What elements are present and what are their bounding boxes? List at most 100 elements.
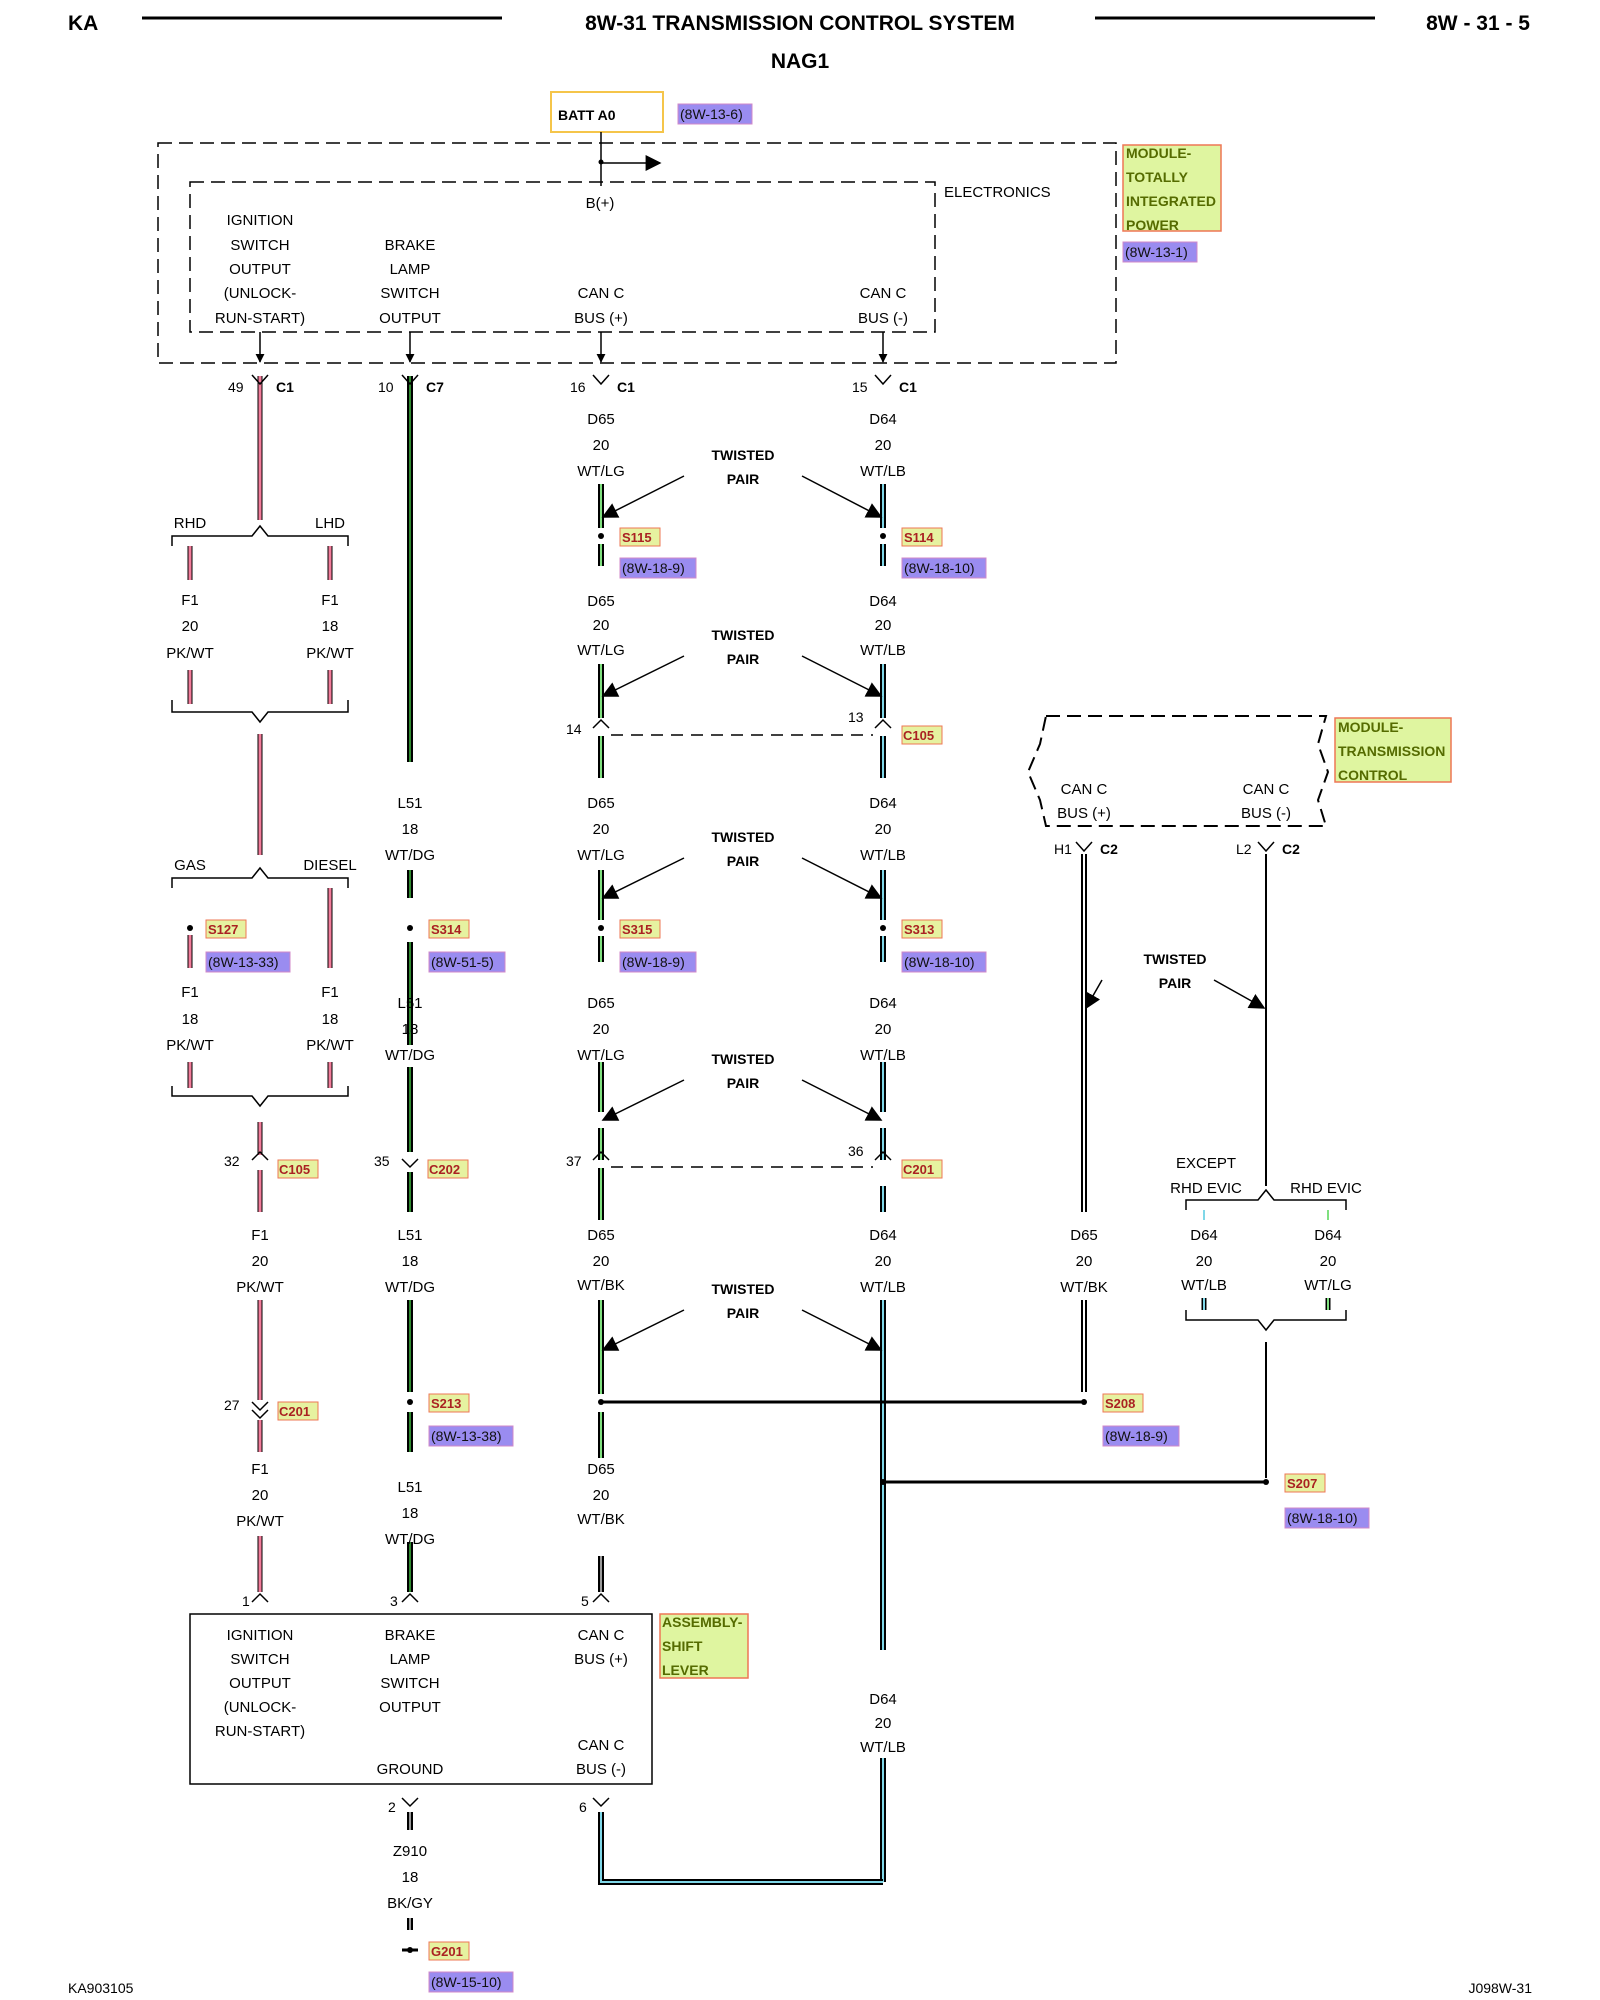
svg-text:TWISTED: TWISTED (712, 627, 775, 643)
tipm-brake-line1: BRAKE (385, 237, 436, 254)
tipm-electronics-outline (189, 181, 936, 333)
pin-13: 13 (848, 709, 864, 725)
twisted-pair-3: TWISTED PAIR (601, 829, 883, 899)
ground-g201[interactable]: G201 (431, 1944, 463, 1959)
shifter-canp-line1: CAN C (578, 1627, 625, 1644)
tipm-ign-line4: (UNLOCK- (224, 285, 297, 302)
svg-text:TWISTED: TWISTED (1144, 951, 1207, 967)
tipm-name-box (1122, 144, 1222, 232)
tipm-ref-box (1122, 241, 1198, 263)
splice-s315[interactable]: S315 (622, 922, 652, 937)
pin-5: 5 (581, 1593, 589, 1609)
tipm-brake-line2: LAMP (390, 261, 431, 278)
splice-s208-ref[interactable]: (8W-18-9) (1105, 1428, 1168, 1444)
shifter-name-line2: SHIFT (662, 1638, 703, 1654)
option-labels: RHD LHD GAS DIESEL EXCEPT RHD EVIC RHD E… (174, 515, 1362, 1197)
pin-6: 6 (579, 1799, 587, 1815)
wire-label-color: WT/BK (577, 1511, 625, 1528)
splice-s314[interactable]: S314 (431, 922, 462, 937)
splice-s213[interactable]: S213 (431, 1396, 461, 1411)
batt-ref[interactable]: (8W-13-6) (680, 106, 743, 122)
svg-text:TWISTED: TWISTED (712, 447, 775, 463)
ground-g201-ref[interactable]: (8W-15-10) (431, 1974, 502, 1990)
conn-c201-b: C201 (279, 1404, 310, 1419)
svg-text:PAIR: PAIR (727, 651, 759, 667)
shift-lever-assembly: IGNITION SWITCH OUTPUT (UNLOCK- RUN-STAR… (189, 1613, 749, 1785)
tipm-ref[interactable]: (8W-13-1) (1125, 244, 1188, 260)
tipm-name-line4: POWER (1126, 217, 1179, 233)
tcm-module: CAN C BUS (+) CAN C BUS (-) MODULE- TRAN… (1026, 715, 1452, 827)
wire-label-d64: D64 (1190, 1227, 1218, 1244)
tcm-name-line2: TRANSMISSION (1338, 743, 1445, 759)
conn-c7: C7 (426, 379, 444, 395)
battery-source: BATT A0 (8W-13-6) (550, 91, 753, 162)
wire-label-color: PK/WT (306, 1037, 354, 1054)
conn-c1-c: C1 (899, 379, 917, 395)
splice-s208[interactable]: S208 (1105, 1396, 1135, 1411)
shifter-name-box (659, 1613, 749, 1679)
header-right: 8W - 31 - 5 (1426, 12, 1530, 35)
shifter-name-line3: LEVER (662, 1662, 709, 1678)
splice-s213-ref[interactable]: (8W-13-38) (431, 1428, 502, 1444)
conn-c105-b: C105 (279, 1162, 310, 1177)
batt-label: BATT A0 (558, 107, 616, 123)
shifter-ign-line4: (UNLOCK- (224, 1699, 297, 1716)
wire-label-color: BK/GY (387, 1895, 433, 1912)
wire-label-l51: L51 (397, 995, 422, 1012)
splice-s114-ref[interactable]: (8W-18-10) (904, 560, 975, 576)
twisted-pair-6: TWISTED PAIR (1085, 951, 1266, 1010)
wire-label-gauge: 18 (402, 1253, 419, 1270)
twisted-pair-annotations: TWISTED PAIR TWISTED PAIR TWISTED PAIR T… (601, 447, 1266, 1351)
electronics-label: ELECTRONICS (944, 184, 1051, 201)
wire-label-color: PK/WT (166, 1037, 214, 1054)
splice-s315-ref[interactable]: (8W-18-9) (622, 954, 685, 970)
wire-label-color: WT/BK (577, 1277, 625, 1294)
pin-h1: H1 (1054, 841, 1072, 857)
wire-label-gauge: 20 (875, 437, 892, 454)
wire-label-gauge: 18 (182, 1011, 199, 1028)
option-except-line2: RHD EVIC (1170, 1180, 1242, 1197)
wire-label-gauge: 20 (1076, 1253, 1093, 1270)
splice-s127[interactable]: S127 (208, 922, 238, 937)
splice-s115-ref[interactable]: (8W-18-9) (622, 560, 685, 576)
wire-label-color: WT/LG (577, 642, 625, 659)
splice-s207[interactable]: S207 (1287, 1476, 1317, 1491)
splice-s313-ref[interactable]: (8W-18-10) (904, 954, 975, 970)
splice-s127-ref[interactable]: (8W-13-33) (208, 954, 279, 970)
tipm-brake-line4: OUTPUT (379, 310, 441, 327)
wire-label-color: WT/DG (385, 1047, 435, 1064)
wire-label-d64: D64 (1314, 1227, 1342, 1244)
splice-s207-ref[interactable]: (8W-18-10) (1287, 1510, 1358, 1526)
conn-c2-a: C2 (1100, 841, 1118, 857)
bplus-label: B(+) (586, 195, 615, 212)
wire-label-color: WT/LG (577, 1047, 625, 1064)
pin-14: 14 (566, 721, 582, 737)
pin-35: 35 (374, 1153, 390, 1169)
footer-right: J098W-31 (1468, 1980, 1532, 1996)
tcm-canp-line1: CAN C (1061, 781, 1108, 798)
tipm-ign-line5: RUN-START) (215, 310, 305, 327)
tipm-name-line3: INTEGRATED (1126, 193, 1216, 209)
wire-label-color: PK/WT (306, 645, 354, 662)
wire-label-d64: D64 (869, 411, 897, 428)
wire-label-d65: D65 (587, 411, 615, 428)
splice-s314-ref[interactable]: (8W-51-5) (431, 954, 494, 970)
batt-ref-box (677, 103, 753, 125)
wire-label-color: WT/LB (860, 1047, 906, 1064)
pin-36: 36 (848, 1143, 864, 1159)
twisted-pair-2: TWISTED PAIR (601, 627, 883, 697)
option-diesel: DIESEL (303, 857, 356, 874)
wire-label-color: WT/LB (860, 1279, 906, 1296)
wire-label-gauge: 20 (252, 1253, 269, 1270)
wire-label-f1: F1 (181, 984, 199, 1001)
wire-label-f1: F1 (321, 984, 339, 1001)
wire-label-gauge: 18 (322, 618, 339, 635)
wire-label-color: PK/WT (236, 1513, 284, 1530)
splice-s115[interactable]: S115 (622, 530, 652, 545)
splice-s313[interactable]: S313 (904, 922, 934, 937)
wire-label-d65: D65 (587, 1461, 615, 1478)
splice-s114[interactable]: S114 (904, 530, 934, 545)
wire-label-color: WT/BK (1060, 1279, 1108, 1296)
wire-label-d64: D64 (869, 1691, 897, 1708)
wire-label-gauge: 20 (875, 1253, 892, 1270)
